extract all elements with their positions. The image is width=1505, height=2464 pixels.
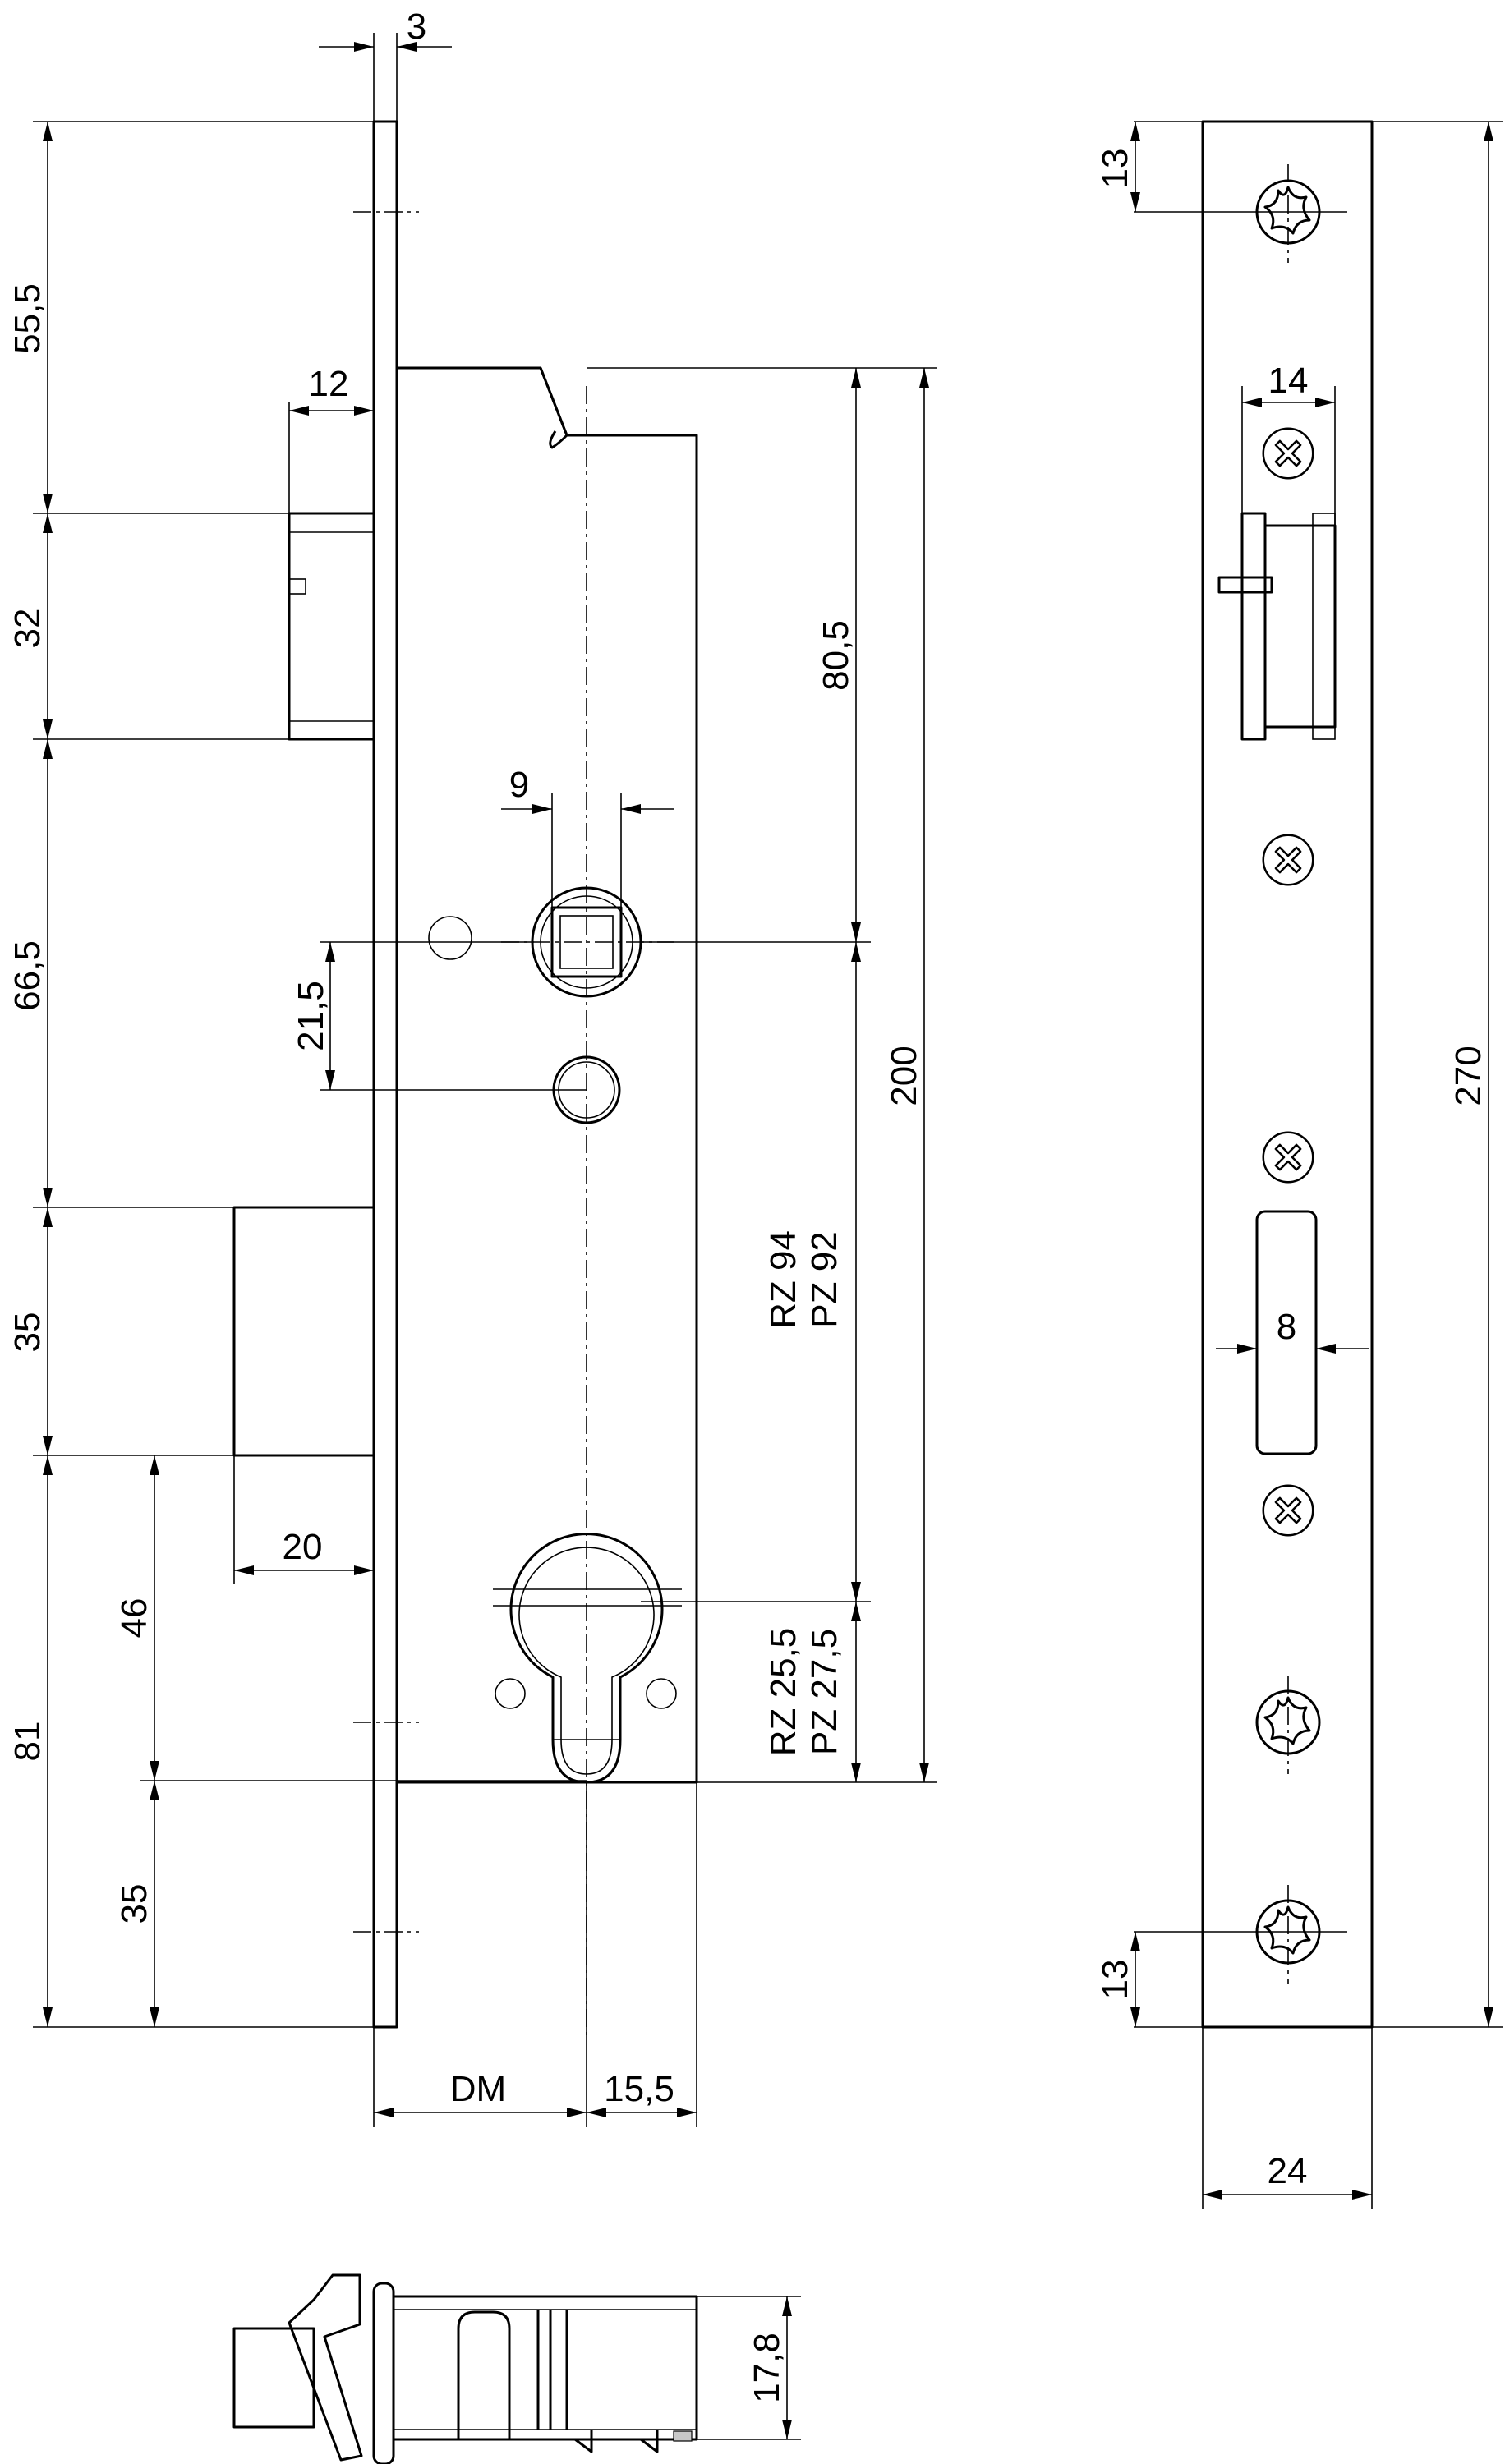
dim-pz92: PZ 92 — [804, 1231, 845, 1327]
dim-35-bottom: 35 — [114, 1884, 154, 1924]
dim-rz25-5: RZ 25,5 — [763, 1628, 803, 1757]
dim-81: 81 — [7, 1722, 48, 1762]
forend-plate — [372, 120, 398, 2029]
latch-bolt — [232, 1206, 375, 1457]
latch-slot — [1255, 1210, 1318, 1455]
dim-200: 200 — [884, 1046, 924, 1106]
forend-front-plate — [1201, 120, 1374, 2029]
lock-top-view: 17,8 — [232, 2273, 801, 2464]
bolt-opening — [1217, 512, 1337, 741]
dim-13-top: 13 — [1095, 149, 1135, 189]
dim-13-bottom: 13 — [1095, 1960, 1135, 2000]
dim-55-5: 55,5 — [7, 283, 48, 354]
dim-24: 24 — [1268, 2151, 1308, 2191]
dim-32: 32 — [7, 609, 48, 649]
dim-46: 46 — [114, 1598, 154, 1639]
dim-pz27-5: PZ 27,5 — [804, 1629, 845, 1755]
dim-rz94: RZ 94 — [763, 1230, 803, 1329]
dim-15-5: 15,5 — [604, 2069, 674, 2109]
dim-35-top: 35 — [7, 1312, 48, 1353]
dim-14: 14 — [1268, 361, 1309, 401]
dim-12: 12 — [309, 364, 349, 404]
dim-80-5: 80,5 — [816, 620, 856, 691]
phillips-screw-icon — [1262, 427, 1314, 480]
follower — [501, 886, 674, 998]
lock-body-view: 3 55,5 32 66,5 35 81 12 21,5 20 — [7, 7, 937, 2127]
case-section — [394, 2295, 698, 2441]
cylinder-hole — [509, 1533, 664, 1784]
small-hole — [428, 916, 472, 960]
latch-bolt-side — [232, 2327, 315, 2429]
dim-21-5: 21,5 — [291, 981, 331, 1051]
dim-20: 20 — [283, 1527, 323, 1567]
dead-bolt — [288, 512, 375, 741]
forend-section — [372, 2282, 395, 2464]
dim-9: 9 — [509, 765, 529, 805]
dim-8: 8 — [1277, 1307, 1296, 1347]
dim-3: 3 — [407, 7, 426, 47]
phillips-screw-icon — [1262, 1131, 1314, 1184]
dim-270: 270 — [1448, 1046, 1489, 1106]
dim-17-8: 17,8 — [747, 2333, 787, 2403]
phillips-screw-icon — [1262, 834, 1314, 886]
lock-case — [397, 366, 698, 1784]
dead-bolt-side — [288, 2273, 363, 2462]
forend-front-view: 14 8 13 13 270 24 — [1095, 120, 1503, 2209]
dim-dm: DM — [450, 2069, 506, 2109]
phillips-screw-icon — [1262, 1484, 1314, 1537]
dim-66-5: 66,5 — [7, 940, 48, 1011]
